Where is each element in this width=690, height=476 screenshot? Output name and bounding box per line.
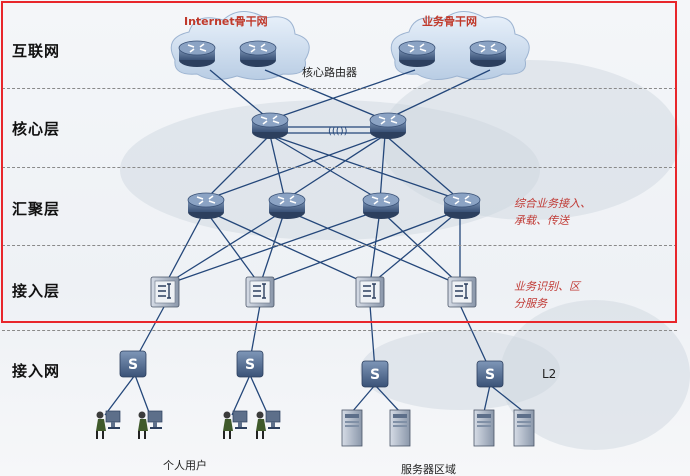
separator-aggregation-access [2, 245, 677, 246]
layer-label-core: 核心层 [12, 120, 61, 138]
l2-label: L2 [542, 367, 557, 381]
aggregation-note-line1: 综合业务接入、 [514, 197, 591, 210]
separator-access-network [2, 330, 677, 331]
layer-label-internet: 互联网 [12, 42, 61, 60]
access-note-line2: 分服务 [514, 297, 547, 310]
l2-switch-icon [119, 350, 504, 388]
access-note-line1: 业务识别、区 [514, 280, 580, 293]
aggregation-note-line2: 承载、传送 [514, 214, 569, 227]
separator-internet-core [2, 88, 677, 89]
trunk-link-mark: ((()) [328, 126, 348, 137]
cloud-title-internet: Internet骨干网 [184, 15, 268, 28]
separator-core-aggregation [2, 167, 677, 168]
layer-label-access-network: 接入网 [12, 362, 61, 380]
aggregation-note: 综合业务接入、 承载、传送 [514, 195, 591, 229]
access-note: 业务识别、区 分服务 [514, 278, 580, 312]
server-area-label: 服务器区域 [401, 463, 456, 476]
server-icon [341, 409, 535, 447]
cloud-title-service: 业务骨干网 [422, 15, 477, 28]
user-pc-icon [95, 410, 281, 440]
layer-label-access: 接入层 [12, 282, 61, 300]
highlight-frame [1, 1, 677, 323]
core-router-label: 核心路由器 [302, 66, 357, 79]
layer-label-aggregation: 汇聚层 [12, 200, 61, 218]
personal-users-label: 个人用户 [163, 459, 207, 472]
